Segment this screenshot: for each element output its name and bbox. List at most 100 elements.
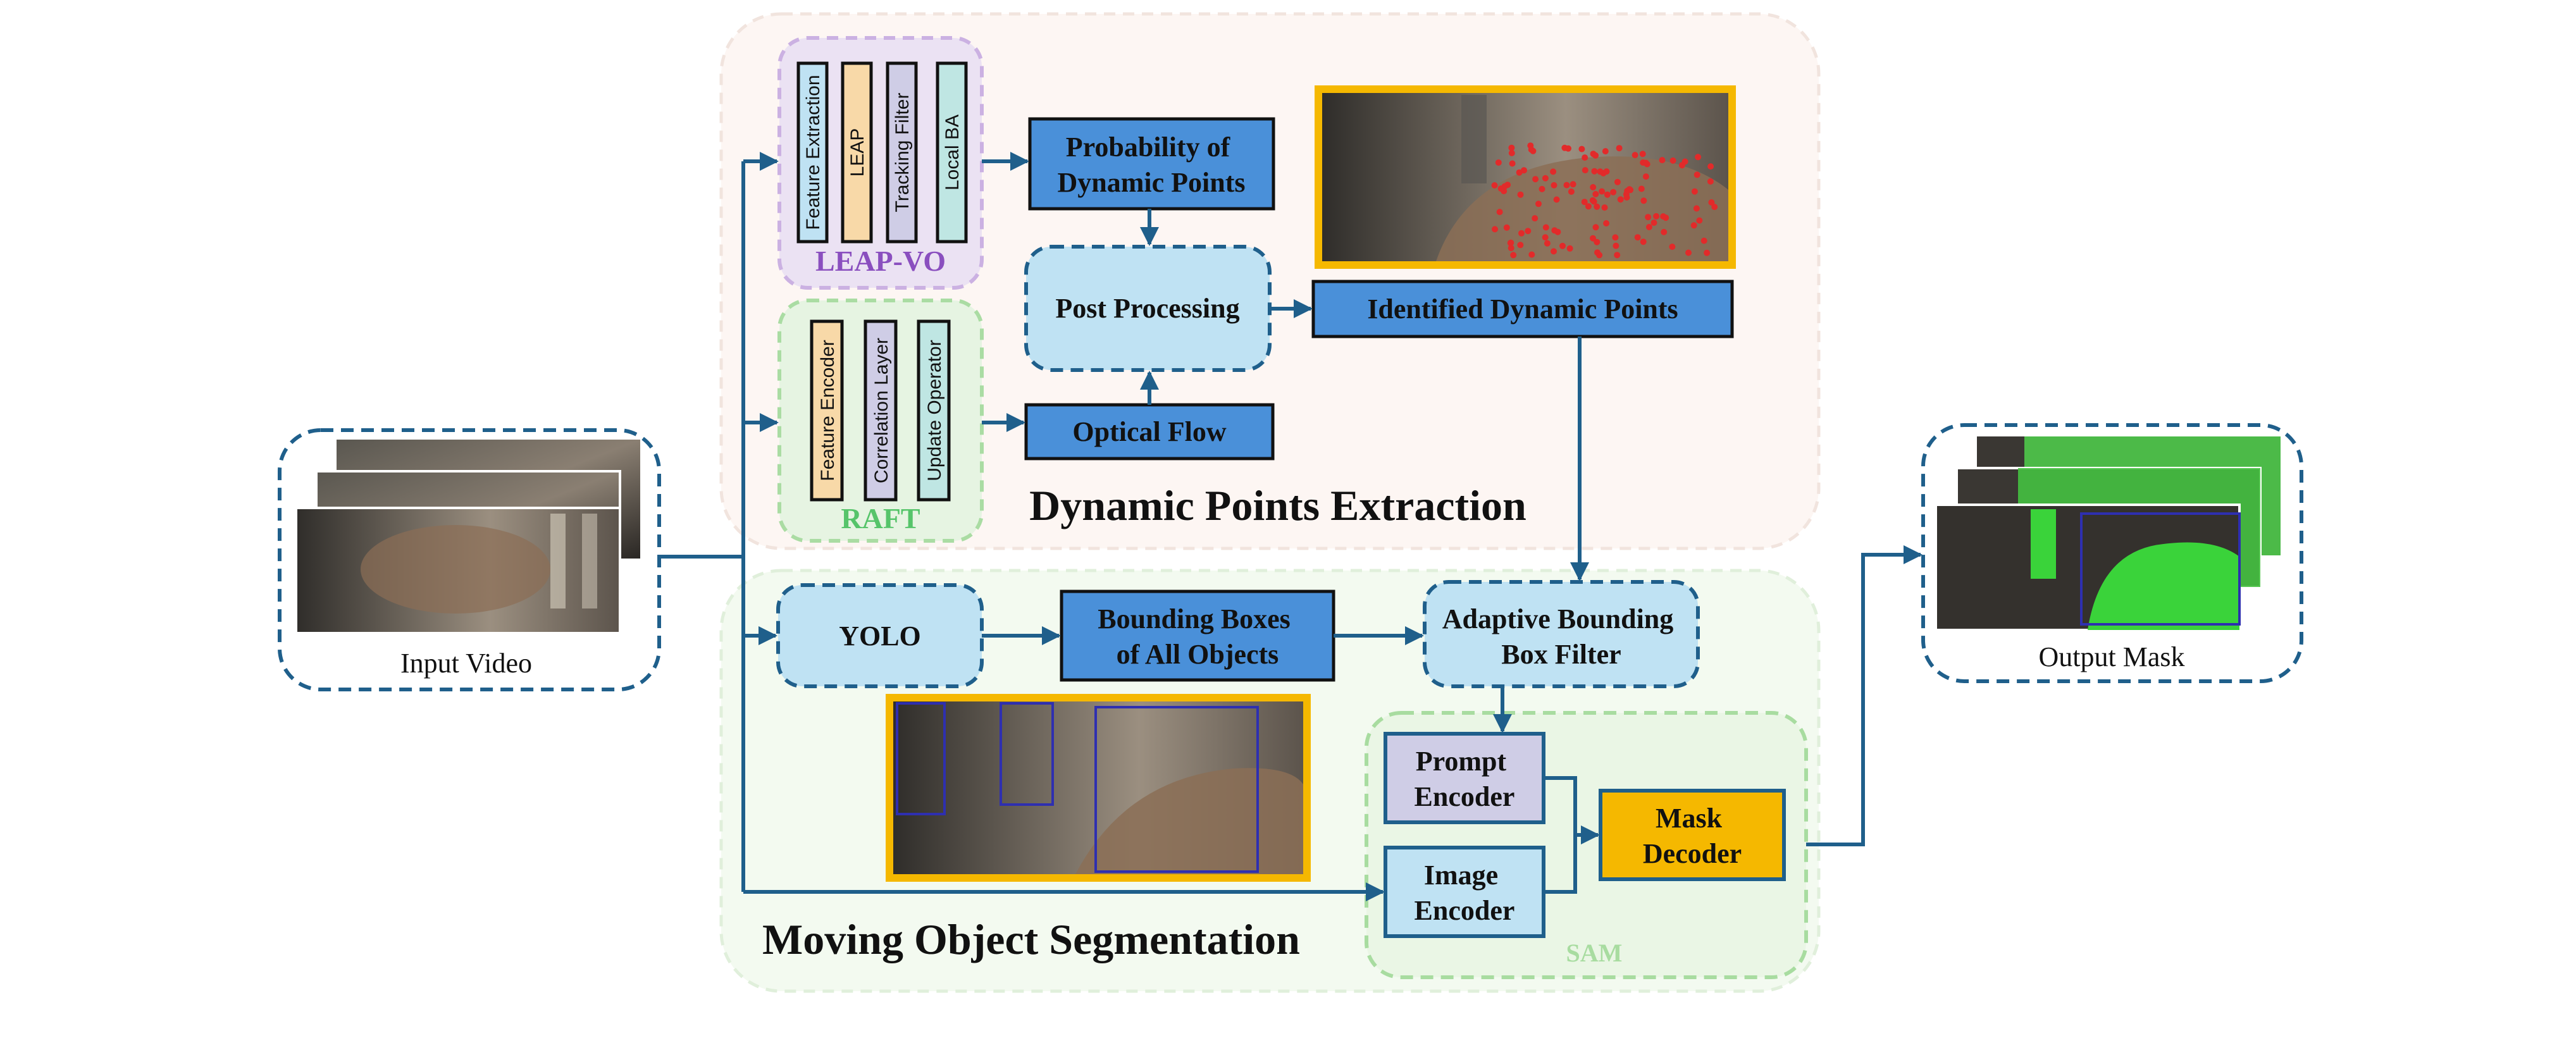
leap-layer-feature-extraction bbox=[796, 61, 829, 244]
dynamic-point-dot bbox=[1582, 154, 1588, 161]
dynamic-point-dot bbox=[1503, 224, 1510, 231]
raft-title: RAFT bbox=[841, 502, 920, 534]
dynamic-points-extraction-title: Dynamic Points Extraction bbox=[1029, 481, 1526, 529]
dynamic-point-dot bbox=[1594, 203, 1601, 210]
dynamic-point-dot bbox=[1650, 219, 1657, 226]
svg-text:Bounding Boxes of All Obje: Bounding Boxes of All Objects bbox=[1098, 603, 1297, 670]
dynamic-point-dot bbox=[1542, 175, 1549, 182]
dynamic-point-dot bbox=[1711, 204, 1718, 211]
dynamic-point-dot bbox=[1617, 196, 1624, 203]
svg-text:Adaptive Bounding Box Filt: Adaptive Bounding Box Filter bbox=[1442, 603, 1681, 670]
leap-layer-label-0: Feature Extraction bbox=[803, 75, 824, 230]
svg-text:Image Encoder: Image Encoder bbox=[1415, 860, 1515, 926]
dynamic-point-dot bbox=[1491, 182, 1498, 188]
svg-text:Probability of Dynamic Poi: Probability of Dynamic Points bbox=[1058, 132, 1246, 198]
moving-object-segmentation-title: Moving Object Segmentation bbox=[762, 915, 1300, 963]
dynamic-point-dot bbox=[1644, 161, 1650, 168]
dynamic-point-dot bbox=[1551, 248, 1557, 255]
leap-vo-layers: Feature Extraction LEAP Tracking Filter … bbox=[796, 61, 968, 244]
dynamic-point-dot bbox=[1610, 188, 1617, 195]
dynamic-point-dot bbox=[1518, 230, 1525, 237]
leap-layer-label-1: LEAP bbox=[847, 128, 868, 177]
dynamic-point-dot bbox=[1691, 188, 1698, 195]
dynamic-point-dot bbox=[1707, 163, 1714, 170]
dynamic-point-dot bbox=[1495, 159, 1502, 166]
dynamic-point-dot bbox=[1678, 162, 1685, 169]
optical-flow-box bbox=[1024, 403, 1275, 460]
dynamic-point-dot bbox=[1566, 245, 1573, 252]
dynamic-point-dot bbox=[1660, 213, 1667, 220]
raft-layer-update-operator bbox=[917, 319, 951, 502]
dynamic-point-dot bbox=[1525, 228, 1532, 235]
adaptive-bounding-box-filter-box bbox=[1423, 580, 1700, 688]
dynamic-point-dot bbox=[1532, 215, 1539, 222]
abf-label-line2: Box Filter bbox=[1501, 639, 1621, 670]
optical-flow-label: Optical Flow bbox=[1072, 416, 1226, 447]
dynamic-point-dot bbox=[1659, 157, 1666, 164]
yolo-detection-thumbnail bbox=[886, 694, 1311, 882]
bbox-label-line2: of All Objects bbox=[1117, 639, 1279, 670]
output-mask-thumbnail-stack bbox=[1935, 436, 2281, 631]
dynamic-point-dot bbox=[1638, 185, 1645, 192]
dynamic-point-dot bbox=[1563, 182, 1570, 188]
dynamic-point-dot bbox=[1704, 249, 1711, 256]
dynamic-point-dot bbox=[1516, 169, 1523, 176]
yolo-label: YOLO bbox=[839, 621, 921, 652]
svg-text:Prompt Encoder: Prompt Encoder bbox=[1415, 746, 1515, 812]
yolo-box bbox=[776, 583, 984, 688]
raft-layer-label-0: Feature Encoder bbox=[817, 340, 838, 481]
dynamic-point-dot bbox=[1653, 213, 1660, 219]
connector-mask-to-output bbox=[1806, 545, 1923, 846]
dynamic-point-dot bbox=[1623, 194, 1630, 201]
dynamic-point-dot bbox=[1551, 182, 1557, 188]
dynamic-point-dot bbox=[1642, 173, 1649, 180]
leap-vo-title: LEAP-VO bbox=[815, 245, 946, 277]
post-processing-label: Post Processing bbox=[1055, 293, 1239, 324]
leap-layer-leap bbox=[841, 61, 873, 244]
dynamic-point-dot bbox=[1510, 252, 1517, 259]
dynamic-point-dot bbox=[1544, 240, 1551, 247]
dynamic-point-dot bbox=[1634, 234, 1641, 241]
dynamic-point-dot bbox=[1707, 178, 1714, 185]
dynamic-point-dot bbox=[1600, 170, 1607, 176]
dynamic-point-dot bbox=[1508, 245, 1514, 252]
bounding-boxes-all-objects-box bbox=[1060, 590, 1335, 682]
dynamic-point-dot bbox=[1669, 157, 1676, 164]
connectors bbox=[659, 152, 1923, 901]
dynamic-point-dot bbox=[1592, 224, 1599, 231]
raft-layers: Feature Encoder Correlation Layer Update… bbox=[810, 319, 951, 502]
dynamic-point-dot bbox=[1601, 204, 1608, 211]
dynamic-point-dot bbox=[1550, 168, 1557, 175]
probability-label-line1: Probability of bbox=[1066, 132, 1231, 163]
svg-text:Mask Decoder: Mask Decoder bbox=[1643, 803, 1742, 869]
dynamic-point-dot bbox=[1589, 197, 1596, 204]
output-mask-label: Output Mask bbox=[2039, 641, 2185, 672]
dynamic-point-dot bbox=[1690, 222, 1697, 229]
dynamic-point-dot bbox=[1582, 167, 1588, 174]
dynamic-point-dot bbox=[1592, 190, 1599, 197]
dynamic-point-dot bbox=[1645, 224, 1652, 230]
dynamic-point-dot bbox=[1661, 228, 1668, 235]
dynamic-point-dot bbox=[1614, 252, 1621, 259]
leap-layer-label-2: Tracking Filter bbox=[892, 93, 913, 213]
dynamic-point-dot bbox=[1693, 205, 1700, 212]
prompt-label-line1: Prompt bbox=[1416, 746, 1507, 777]
dynamic-point-dot bbox=[1590, 151, 1597, 158]
dynamic-point-dot bbox=[1508, 150, 1515, 156]
leap-layer-label-3: Local BA bbox=[942, 114, 963, 190]
dynamic-point-dot bbox=[1685, 249, 1692, 256]
sam-title: SAM bbox=[1566, 939, 1623, 967]
raft-layer-feature-encoder bbox=[810, 319, 844, 502]
dynamic-point-dot bbox=[1590, 184, 1597, 190]
dynamic-point-dot bbox=[1640, 197, 1647, 204]
dynamic-point-dot bbox=[1669, 244, 1676, 250]
dynamic-point-dot bbox=[1542, 234, 1549, 241]
dynamic-point-dot bbox=[1613, 242, 1619, 249]
dynamic-point-dot bbox=[1497, 185, 1504, 192]
dynamic-point-dot bbox=[1527, 142, 1534, 149]
identified-dynamic-points-label: Identified Dynamic Points bbox=[1367, 293, 1678, 324]
dynamic-point-dot bbox=[1517, 242, 1524, 249]
dynamic-point-dot bbox=[1695, 154, 1702, 161]
dynamic-point-dot bbox=[1570, 181, 1576, 188]
connector-image-to-mask bbox=[1544, 835, 1577, 894]
